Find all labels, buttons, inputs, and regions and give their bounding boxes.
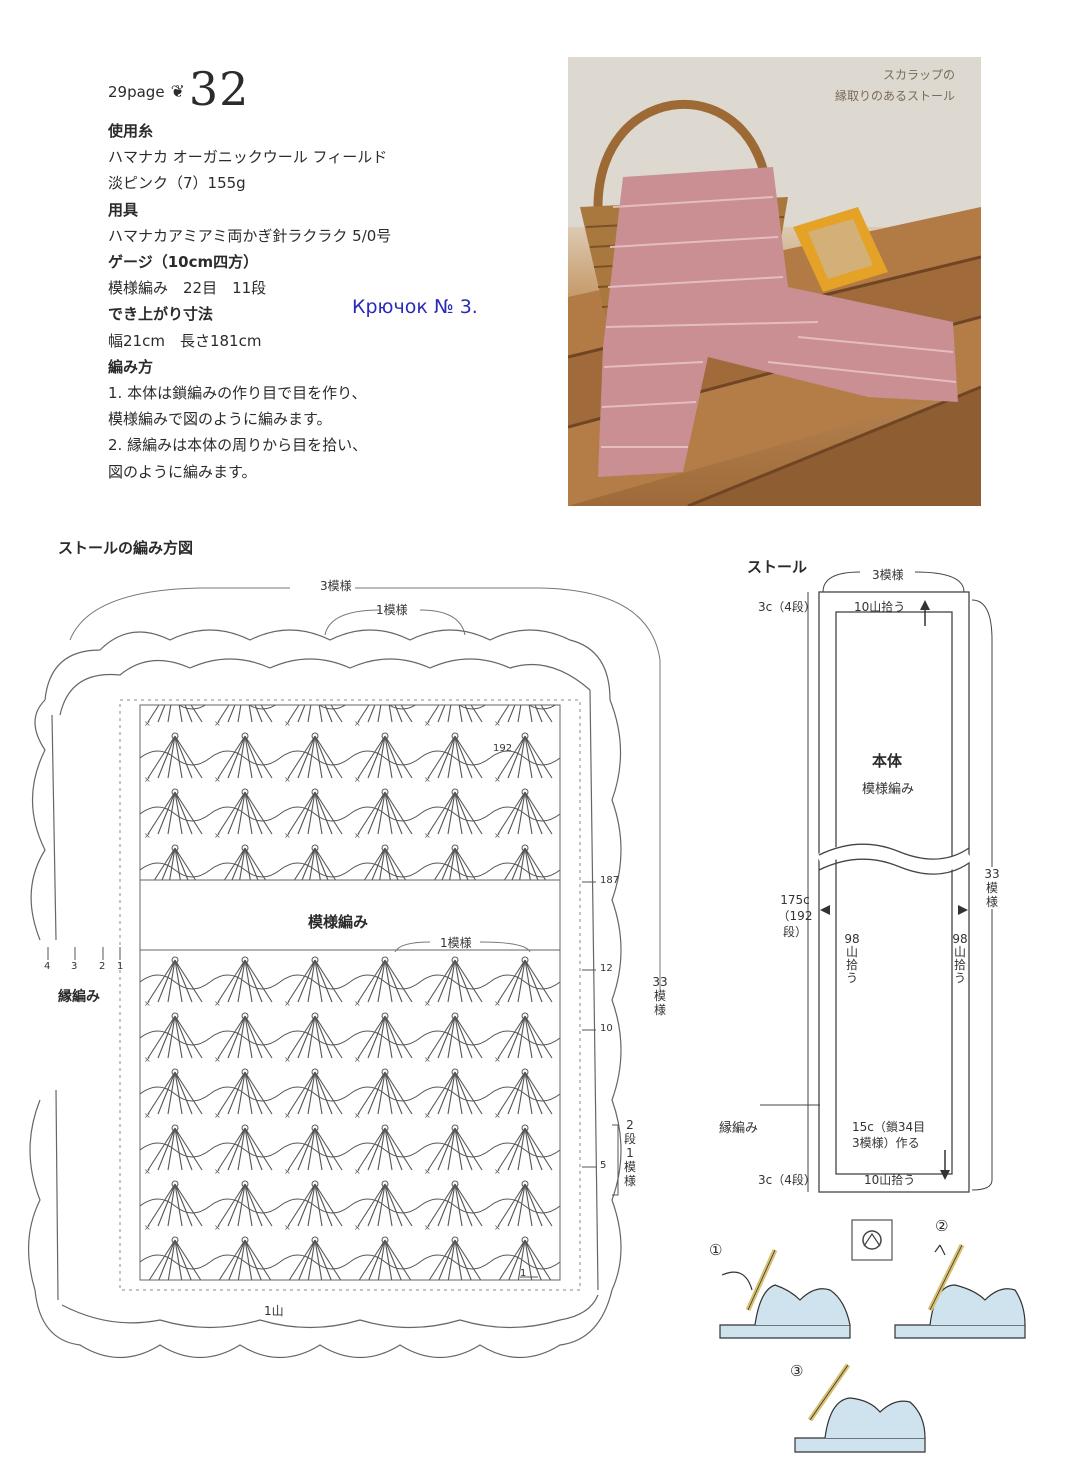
chart-top-width-label: 3模様 [320,579,352,593]
chart-side-label: 33 模 様 [652,975,668,1017]
side-label-char: 33 [652,975,668,989]
bracket-char: 段 [623,1132,636,1146]
step-3-illustration [794,1363,926,1453]
chart-edge-label: 縁編み [58,989,100,1005]
step-1-illustration [719,1248,851,1339]
row-187-label: 187 [600,875,620,886]
gauge-line: 模様編み 22目 11段 [108,279,267,298]
schematic-length-label: 175c （192段） [770,892,820,940]
method-line: 図のように編みます。 [108,462,257,481]
schematic-top-border: 3c（4段） [758,600,816,614]
schematic-right-pickup: 98 山 拾 う [950,933,970,985]
yarn-heading: 使用糸 [108,122,154,140]
row-10-label: 10 [600,1023,613,1034]
method-line: 模様編みで図のように編みます。 [108,410,332,429]
length-line: （192段） [777,909,813,939]
schematic-bottom-border: 3c（4段） [758,1173,816,1187]
step-3-marker: ③ [790,1362,804,1380]
pickup-char: 拾 [953,958,966,972]
bracket-char: 様 [623,1174,636,1188]
schematic-top-pickup: 10山拾う [854,600,906,614]
schematic-left-pickup: 98 山 拾 う [842,933,862,985]
row-192-label: 192 [493,743,513,754]
stole-photo-illustration [568,57,981,506]
step-2-illustration [894,1243,1026,1339]
pickup-char: う [845,971,858,985]
pattern-number: 32 [188,62,250,116]
step-1-marker: ① [709,1241,723,1259]
pickup-char: 山 [845,945,858,959]
method-line: 1. 本体は鎖編みの作り目で目を作り、 [108,384,367,403]
side-char: 33 [984,867,1000,881]
side-char: 様 [985,895,998,909]
size-heading: でき上がり寸法 [108,305,214,324]
pickup-char: 98 [844,932,860,946]
gauge-heading: ゲージ（10cm四方） [108,253,259,272]
row-bracket-label: 2 段 1 模 様 [622,1118,638,1188]
side-label-char: 模 [653,989,666,1003]
method-heading: 編み方 [108,357,154,376]
pickup-char: 98 [952,932,968,946]
edge-round-4: 4 [44,961,51,972]
schematic-top-label: 3模様 [872,568,904,582]
yarn-line: ハマナカ オーガニックウール フィールド [108,148,388,167]
pickup-char: う [953,971,966,985]
chart-repeat-label-top: 1模様 [376,603,408,617]
schematic-body-sub: 模様編み [862,782,915,797]
chart-repeat-label-mid: 1模様 [440,936,472,950]
materials-instructions: 使用糸 ハマナカ オーガニックウール フィールド 淡ピンク（7）155g 用具 … [108,118,538,485]
photo-caption-line: スカラップの [882,68,955,82]
edge-round-2: 2 [99,961,106,972]
photo-caption-line: 縁取りのあるストール [834,89,955,103]
row-5-label: 5 [600,1160,607,1171]
side-label-char: 様 [653,1003,666,1017]
tools-line: ハマナカアミアミ両かぎ針ラクラク 5/0号 [108,226,392,245]
schematic-edge-label: 縁編み [719,1121,759,1136]
pickup-char: 山 [953,945,966,959]
schematic-body-label: 本体 [872,752,903,770]
bracket-char: 1 [626,1146,634,1160]
row-1-label: 1 [520,1268,527,1279]
length-line: 175c [780,893,810,907]
chart-bottom-label: 1山 [264,1304,284,1318]
leaf-icon: ❦ [170,82,185,102]
schematic-bottom-pickup: 10山拾う [864,1173,916,1187]
photo-caption: スカラップの 縁取りのあるストール [835,65,955,107]
tools-heading: 用具 [108,200,139,219]
product-photo: スカラップの 縁取りのあるストール [568,57,981,506]
edge-round-1: 1 [117,961,124,972]
yarn-line: 淡ピンク（7）155g [108,174,246,193]
cast-on-line: 15c（鎖34目 [852,1120,926,1134]
hook-size-note: Крючок № 3. [352,296,478,318]
bracket-char: 2 [626,1118,634,1132]
step-2-marker: ② [935,1217,949,1235]
bracket-char: 模 [623,1160,636,1174]
pickup-char: 拾 [845,958,858,972]
puff-stitch-symbol-icon [851,1219,893,1261]
method-line: 2. 縁編みは本体の周りから目を拾い、 [108,436,368,455]
schematic-right-side: 33 模 様 [982,867,1002,909]
side-char: 模 [985,881,998,895]
schematic-title: ストール [747,558,808,576]
size-line: 幅21cm 長さ181cm [108,331,262,350]
schematic-cast-on: 15c（鎖34目 3模様）作る [852,1119,925,1151]
page-reference: 29page ❦32 [108,62,249,116]
chart-title: ストールの編み方図 [58,539,194,557]
edge-round-3: 3 [71,961,78,972]
chart-center-label: 模様編み [308,913,369,931]
cast-on-line: 3模様）作る [852,1136,920,1150]
page-ref-text: 29page [108,83,165,101]
row-12-label: 12 [600,963,613,974]
